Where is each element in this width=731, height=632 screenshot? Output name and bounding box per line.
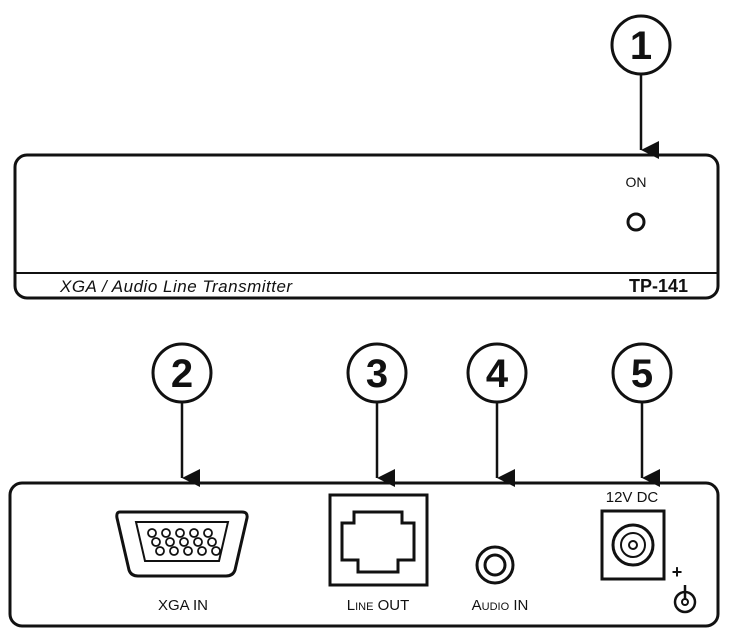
rear-panel: XGA IN Line OUT Audio IN 12V DC + — [8, 481, 720, 628]
callout-4-circle — [466, 342, 528, 404]
xga-in-label: XGA IN — [158, 597, 208, 614]
callout-4-number: 4 — [486, 352, 509, 396]
line-out-label: Line OUT — [347, 597, 410, 614]
callout-2: 2 — [151, 342, 213, 487]
front-panel: ON XGA / Audio Line Transmitter TP-141 — [13, 153, 720, 300]
device-title: XGA / Audio Line Transmitter — [59, 277, 293, 296]
polarity-plus: + — [672, 562, 683, 582]
callout-5-number: 5 — [631, 352, 653, 396]
xga-in-connector — [115, 510, 249, 578]
power-jack — [600, 509, 666, 581]
model-number: TP-141 — [629, 276, 688, 296]
callout-1: 1 — [610, 14, 672, 159]
audio-in-label: Audio IN — [472, 597, 529, 614]
callout-2-circle — [151, 342, 213, 404]
power-label: 12V DC — [606, 489, 659, 506]
polarity-icon — [673, 585, 697, 614]
callout-3: 3 — [346, 342, 408, 487]
audio-in-jack — [475, 545, 515, 585]
callout-4: 4 — [466, 342, 528, 487]
front-panel-body — [13, 153, 720, 300]
callout-3-circle — [346, 342, 408, 404]
on-led — [626, 212, 646, 232]
callout-3-number: 3 — [366, 352, 388, 396]
callout-5: 5 — [611, 342, 673, 487]
callout-5-circle — [611, 342, 673, 404]
on-label: ON — [626, 174, 647, 190]
callout-2-number: 2 — [171, 352, 193, 396]
callout-1-number: 1 — [630, 24, 652, 68]
callout-1-circle — [610, 14, 672, 76]
line-out-connector — [328, 493, 429, 587]
